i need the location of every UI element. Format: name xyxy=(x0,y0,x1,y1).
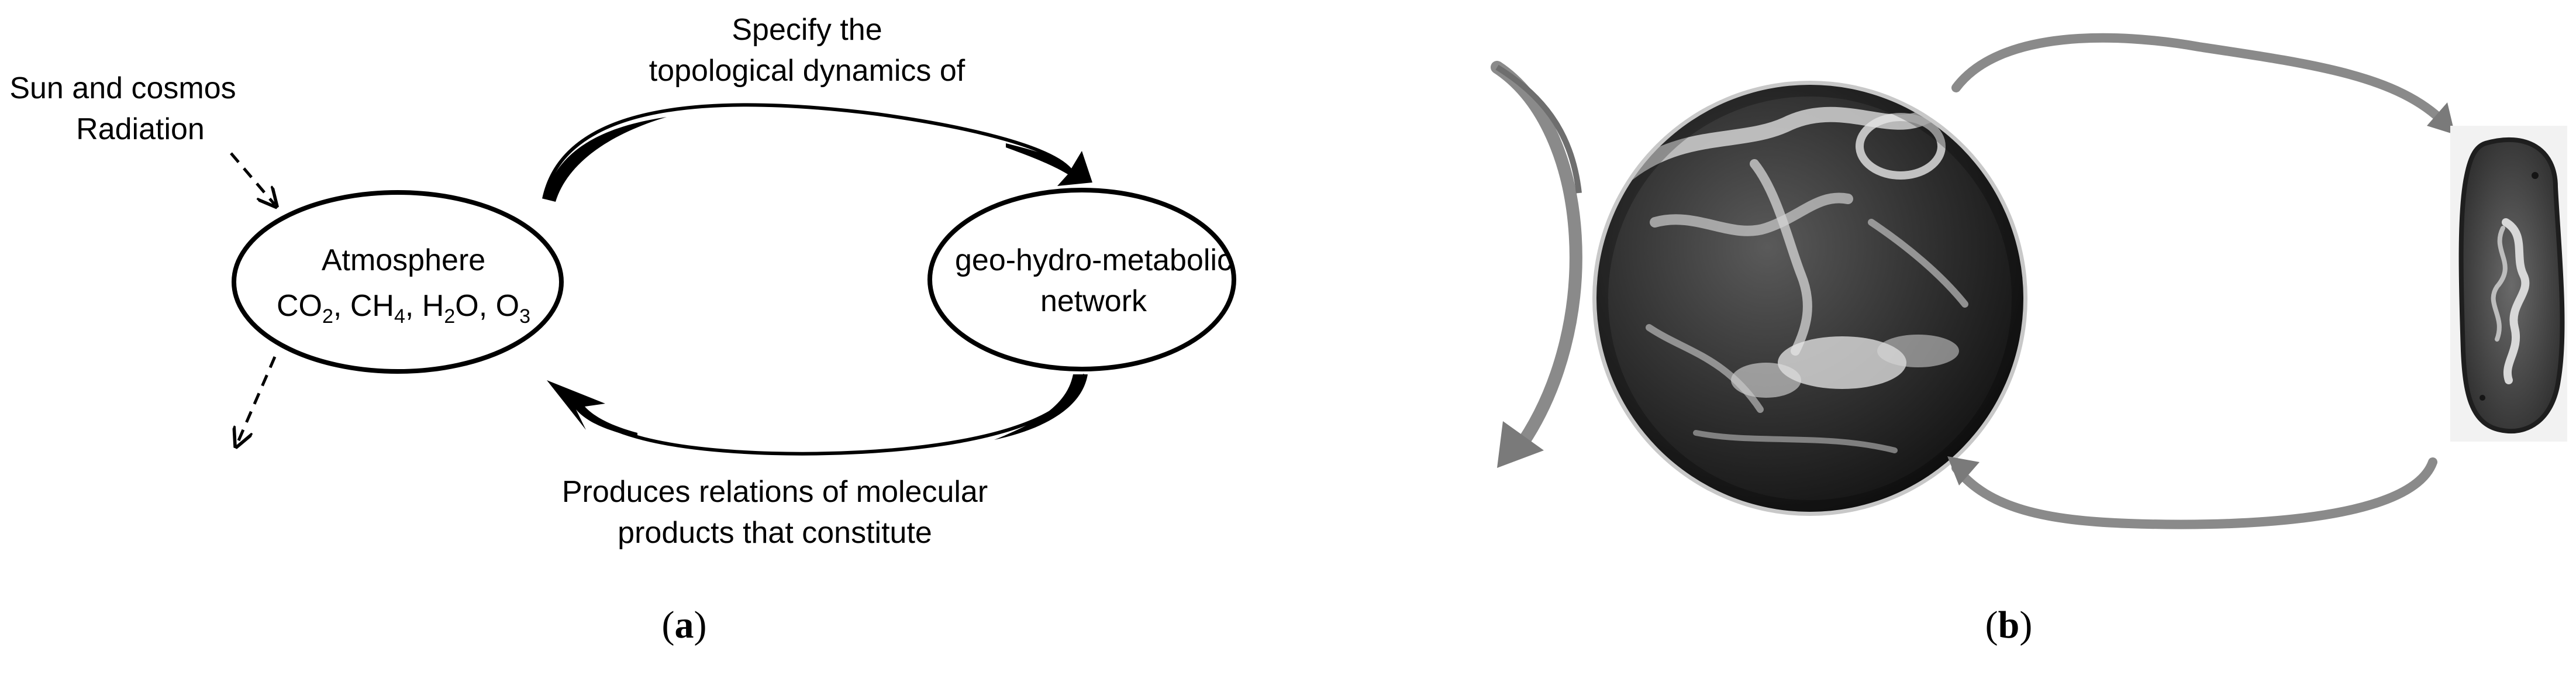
h2o-sub: 2 xyxy=(444,305,455,328)
co2-base: CO xyxy=(277,289,322,323)
outgoing-radiation-arrow xyxy=(237,356,277,445)
ch4-sub: 4 xyxy=(394,305,405,328)
caption-a-open: ( xyxy=(662,604,675,646)
caption-b-letter: b xyxy=(1998,604,2020,646)
bottom-arrow-label-line1: Produces relations of molecular xyxy=(562,475,988,509)
network-label-line2: network xyxy=(1040,284,1147,318)
formula-sep-1: , xyxy=(333,289,350,323)
radiation-label-line2: Radiation xyxy=(76,112,205,146)
h2o-h: H xyxy=(422,289,444,323)
network-node xyxy=(927,188,1236,371)
atmosphere-title: Atmosphere xyxy=(322,243,485,277)
top-gray-arrow xyxy=(1951,33,2455,135)
panel-a: Sun and cosmos Radiation Atmosphere CO2,… xyxy=(9,13,1236,646)
radiation-label-line1: Sun and cosmos xyxy=(9,71,236,105)
network-label-line1: geo-hydro-metabolic xyxy=(955,243,1232,277)
bottom-arrow-label-line2: products that constitute xyxy=(618,516,932,550)
incoming-radiation-arrow xyxy=(230,152,275,205)
top-cycle-arrow xyxy=(542,103,1092,202)
atmosphere-formula: CO2, CH4, H2O, O3 xyxy=(277,289,530,328)
caption-a-close: ) xyxy=(694,604,707,646)
caption-a-letter: a xyxy=(675,604,694,646)
earth-image xyxy=(1592,81,2027,516)
panel-b-caption: (b) xyxy=(1985,604,2033,646)
cell-micrograph-image xyxy=(2450,126,2567,442)
panel-b: (b) xyxy=(1491,33,2567,646)
formula-sep-3: , xyxy=(479,289,496,323)
panel-a-caption: (a) xyxy=(662,604,707,646)
left-gray-arrow xyxy=(1491,61,1582,468)
co2-sub: 2 xyxy=(322,305,333,328)
bottom-gray-arrow xyxy=(1947,456,2437,529)
top-arrow-label-line1: Specify the xyxy=(732,13,882,47)
atmosphere-node xyxy=(232,190,564,374)
o3-base: O xyxy=(496,289,519,323)
caption-b-close: ) xyxy=(2019,604,2032,646)
formula-sep-2: , xyxy=(405,289,422,323)
h2o-o: O xyxy=(455,289,478,323)
o3-sub: 3 xyxy=(519,305,530,328)
ch4-base: CH xyxy=(350,289,394,323)
caption-b-open: ( xyxy=(1985,604,1998,646)
top-arrow-label-line2: topological dynamics of xyxy=(649,54,965,88)
bottom-cycle-arrow xyxy=(547,374,1088,456)
